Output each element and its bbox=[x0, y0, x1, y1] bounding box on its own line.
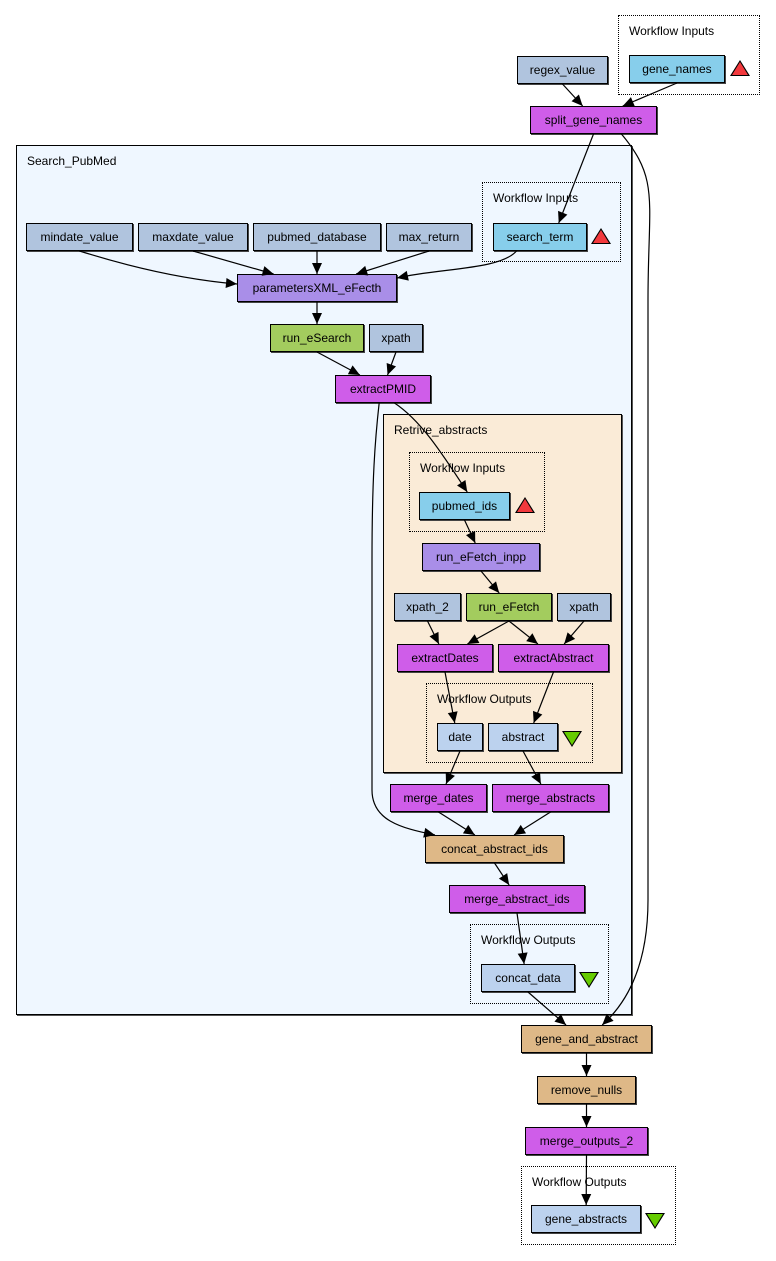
node-pubmed-database[interactable]: pubmed_database bbox=[253, 223, 381, 251]
node-label: mindate_value bbox=[40, 230, 119, 244]
node-label: concat_data bbox=[495, 971, 561, 985]
node-label: date bbox=[448, 730, 472, 744]
node-pubmed-ids[interactable]: pubmed_ids bbox=[419, 492, 510, 520]
node-merge-outputs-2[interactable]: merge_outputs_2 bbox=[525, 1127, 648, 1155]
node-extractpmid[interactable]: extractPMID bbox=[335, 375, 431, 403]
node-remove-nulls[interactable]: remove_nulls bbox=[537, 1076, 636, 1104]
cluster-top-workflow-outputs: Workflow Outputs bbox=[521, 1166, 676, 1245]
node-concat-abstract-ids[interactable]: concat_abstract_ids bbox=[425, 835, 564, 863]
cluster-label: Retrive_abstracts bbox=[394, 423, 488, 437]
node-label: extractAbstract bbox=[513, 651, 594, 665]
node-label: pubmed_database bbox=[267, 230, 367, 244]
cluster-label: Workflow Outputs bbox=[481, 933, 576, 947]
input-triangle-icon bbox=[591, 228, 611, 244]
node-label: run_eSearch bbox=[282, 331, 352, 345]
arrowhead-icon bbox=[554, 1014, 567, 1025]
arrowhead-icon bbox=[581, 1065, 592, 1076]
node-label: parametersXML_eFecth bbox=[252, 281, 382, 295]
node-run-efetch[interactable]: run_eFetch bbox=[466, 593, 552, 621]
node-merge-dates[interactable]: merge_dates bbox=[390, 784, 487, 812]
node-gene-names[interactable]: gene_names bbox=[629, 55, 725, 83]
node-xpath[interactable]: xpath bbox=[369, 324, 423, 352]
arrowhead-icon bbox=[602, 1013, 614, 1025]
cluster-label: Search_PubMed bbox=[27, 154, 117, 168]
node-label: merge_abstracts bbox=[505, 791, 596, 805]
node-xpath[interactable]: xpath bbox=[557, 593, 611, 621]
node-label: extractPMID bbox=[349, 382, 416, 396]
node-label: gene_abstracts bbox=[544, 1212, 628, 1226]
node-split-gene-names[interactable]: split_gene_names bbox=[530, 106, 657, 134]
arrowhead-icon bbox=[581, 1116, 592, 1127]
node-label: run_eFetch bbox=[478, 600, 540, 614]
node-label: maxdate_value bbox=[152, 230, 234, 244]
edge-regex_value-to-split_gene_names bbox=[562, 83, 584, 107]
node-label: extractDates bbox=[411, 651, 479, 665]
input-triangle-icon bbox=[515, 497, 535, 513]
node-label: pubmed_ids bbox=[431, 499, 498, 513]
node-run-esearch[interactable]: run_eSearch bbox=[270, 324, 364, 352]
node-label: merge_dates bbox=[403, 791, 474, 805]
node-label: xpath bbox=[381, 331, 411, 345]
cluster-label: Workflow Inputs bbox=[420, 461, 506, 475]
node-search-term[interactable]: search_term bbox=[493, 223, 587, 251]
node-label: max_return bbox=[398, 230, 460, 244]
node-label: remove_nulls bbox=[550, 1083, 623, 1097]
node-extractabstract[interactable]: extractAbstract bbox=[498, 644, 609, 672]
node-max-return[interactable]: max_return bbox=[386, 223, 472, 251]
node-maxdate-value[interactable]: maxdate_value bbox=[138, 223, 248, 251]
cluster-top-workflow-inputs: Workflow Inputs bbox=[618, 15, 760, 95]
cluster-label: Workflow Inputs bbox=[629, 24, 715, 38]
node-label: abstract bbox=[501, 730, 545, 744]
node-label: search_term bbox=[506, 230, 574, 244]
node-merge-abstract-ids[interactable]: merge_abstract_ids bbox=[449, 885, 585, 913]
input-triangle-icon bbox=[730, 60, 750, 76]
cluster-label: Workflow Outputs bbox=[532, 1175, 627, 1189]
node-parametersxml-efecth[interactable]: parametersXML_eFecth bbox=[237, 274, 397, 302]
node-gene-and-abstract[interactable]: gene_and_abstract bbox=[521, 1025, 652, 1053]
node-label: split_gene_names bbox=[544, 113, 643, 127]
node-xpath-2[interactable]: xpath_2 bbox=[394, 593, 461, 621]
node-label: xpath_2 bbox=[406, 600, 449, 614]
node-mindate-value[interactable]: mindate_value bbox=[26, 223, 133, 251]
node-gene-abstracts[interactable]: gene_abstracts bbox=[531, 1205, 641, 1233]
output-triangle-icon bbox=[562, 731, 582, 747]
arrowhead-icon bbox=[571, 94, 583, 106]
cluster-label: Workflow Outputs bbox=[437, 692, 532, 706]
node-label: gene_names bbox=[642, 62, 712, 76]
node-label: run_eFetch_inpp bbox=[435, 550, 527, 564]
node-regex-value[interactable]: regex_value bbox=[517, 56, 608, 84]
node-label: regex_value bbox=[529, 63, 596, 77]
node-label: xpath bbox=[569, 600, 599, 614]
node-extractdates[interactable]: extractDates bbox=[397, 644, 493, 672]
node-date[interactable]: date bbox=[437, 723, 483, 751]
node-run-efetch-inpp[interactable]: run_eFetch_inpp bbox=[422, 543, 540, 571]
node-merge-abstracts[interactable]: merge_abstracts bbox=[492, 784, 609, 812]
node-label: concat_abstract_ids bbox=[441, 842, 548, 856]
output-triangle-icon bbox=[645, 1213, 665, 1229]
node-label: merge_abstract_ids bbox=[464, 892, 570, 906]
arrowhead-icon bbox=[622, 97, 635, 107]
cluster-label: Workflow Inputs bbox=[493, 191, 579, 205]
node-label: gene_and_abstract bbox=[535, 1032, 638, 1046]
node-label: merge_outputs_2 bbox=[539, 1134, 634, 1148]
output-triangle-icon bbox=[579, 972, 599, 988]
node-abstract[interactable]: abstract bbox=[488, 723, 558, 751]
node-concat-data[interactable]: concat_data bbox=[481, 964, 575, 992]
